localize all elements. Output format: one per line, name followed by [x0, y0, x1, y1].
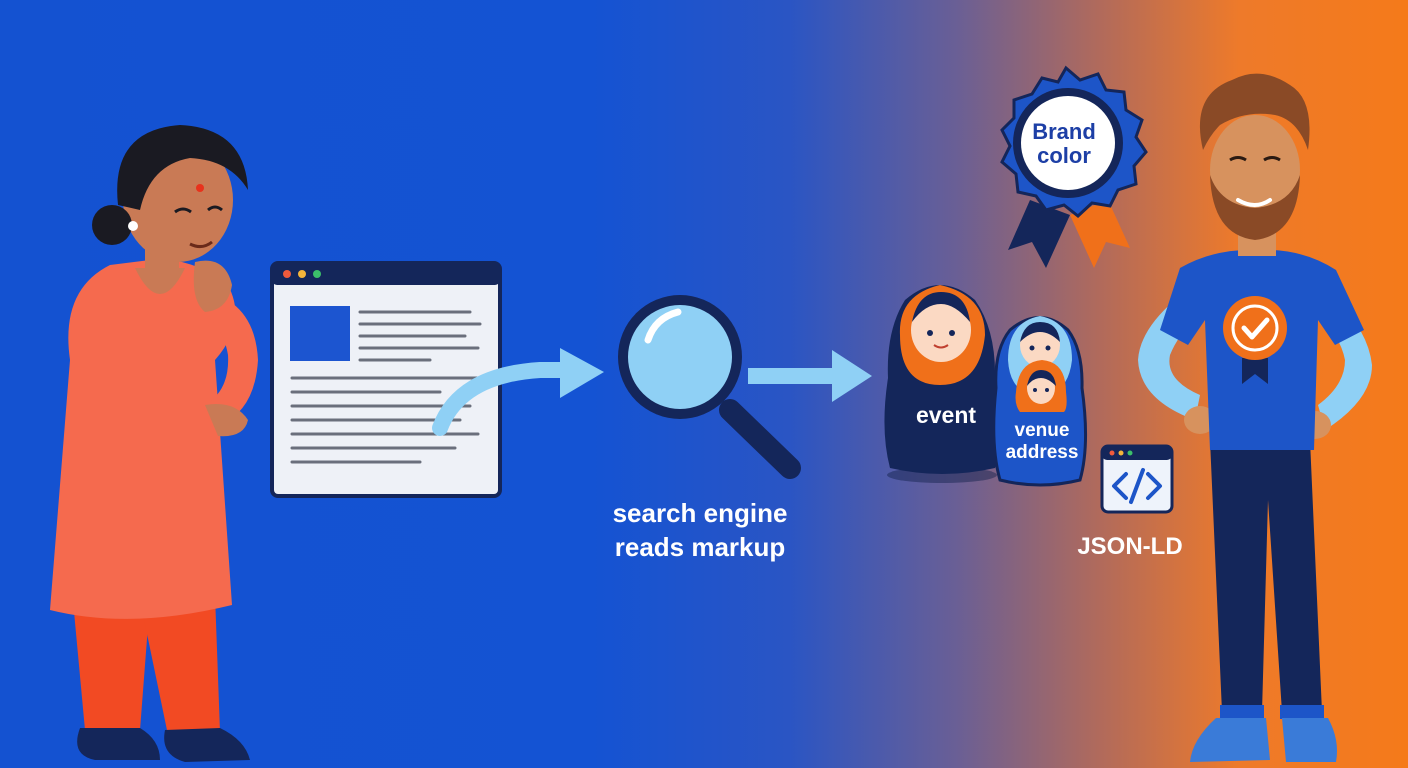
- badge-line-1: Brand: [1032, 119, 1096, 144]
- doll-middle-line-2: address: [1005, 442, 1079, 463]
- woman-figure: [50, 125, 258, 762]
- badge-line-2: color: [1037, 143, 1091, 168]
- nesting-doll-outer: [884, 285, 1000, 483]
- json-ld-label: JSON-LD: [1077, 533, 1183, 560]
- arrow-to-markup: [748, 350, 872, 402]
- arrow-to-search: [432, 348, 604, 436]
- badge-label: Brand color: [1014, 120, 1114, 168]
- checkmark-icon: [1241, 317, 1270, 340]
- doll-outer-label: event: [915, 402, 977, 428]
- magnifying-glass-icon: [618, 295, 801, 479]
- doll-middle-line-1: venue: [1014, 420, 1070, 441]
- code-brackets-icon: [1100, 444, 1174, 514]
- doll-middle-label: venue address: [994, 420, 1090, 464]
- search-engine-caption: search engine reads markup: [580, 496, 820, 564]
- award-ribbon-icon: [1000, 65, 1148, 268]
- search-caption-line-2: reads markup: [614, 532, 786, 562]
- man-figure: [1138, 73, 1372, 762]
- webpage-window: [270, 261, 502, 498]
- search-caption-line-1: search engine: [612, 498, 788, 528]
- nesting-doll-inner: [1015, 360, 1067, 412]
